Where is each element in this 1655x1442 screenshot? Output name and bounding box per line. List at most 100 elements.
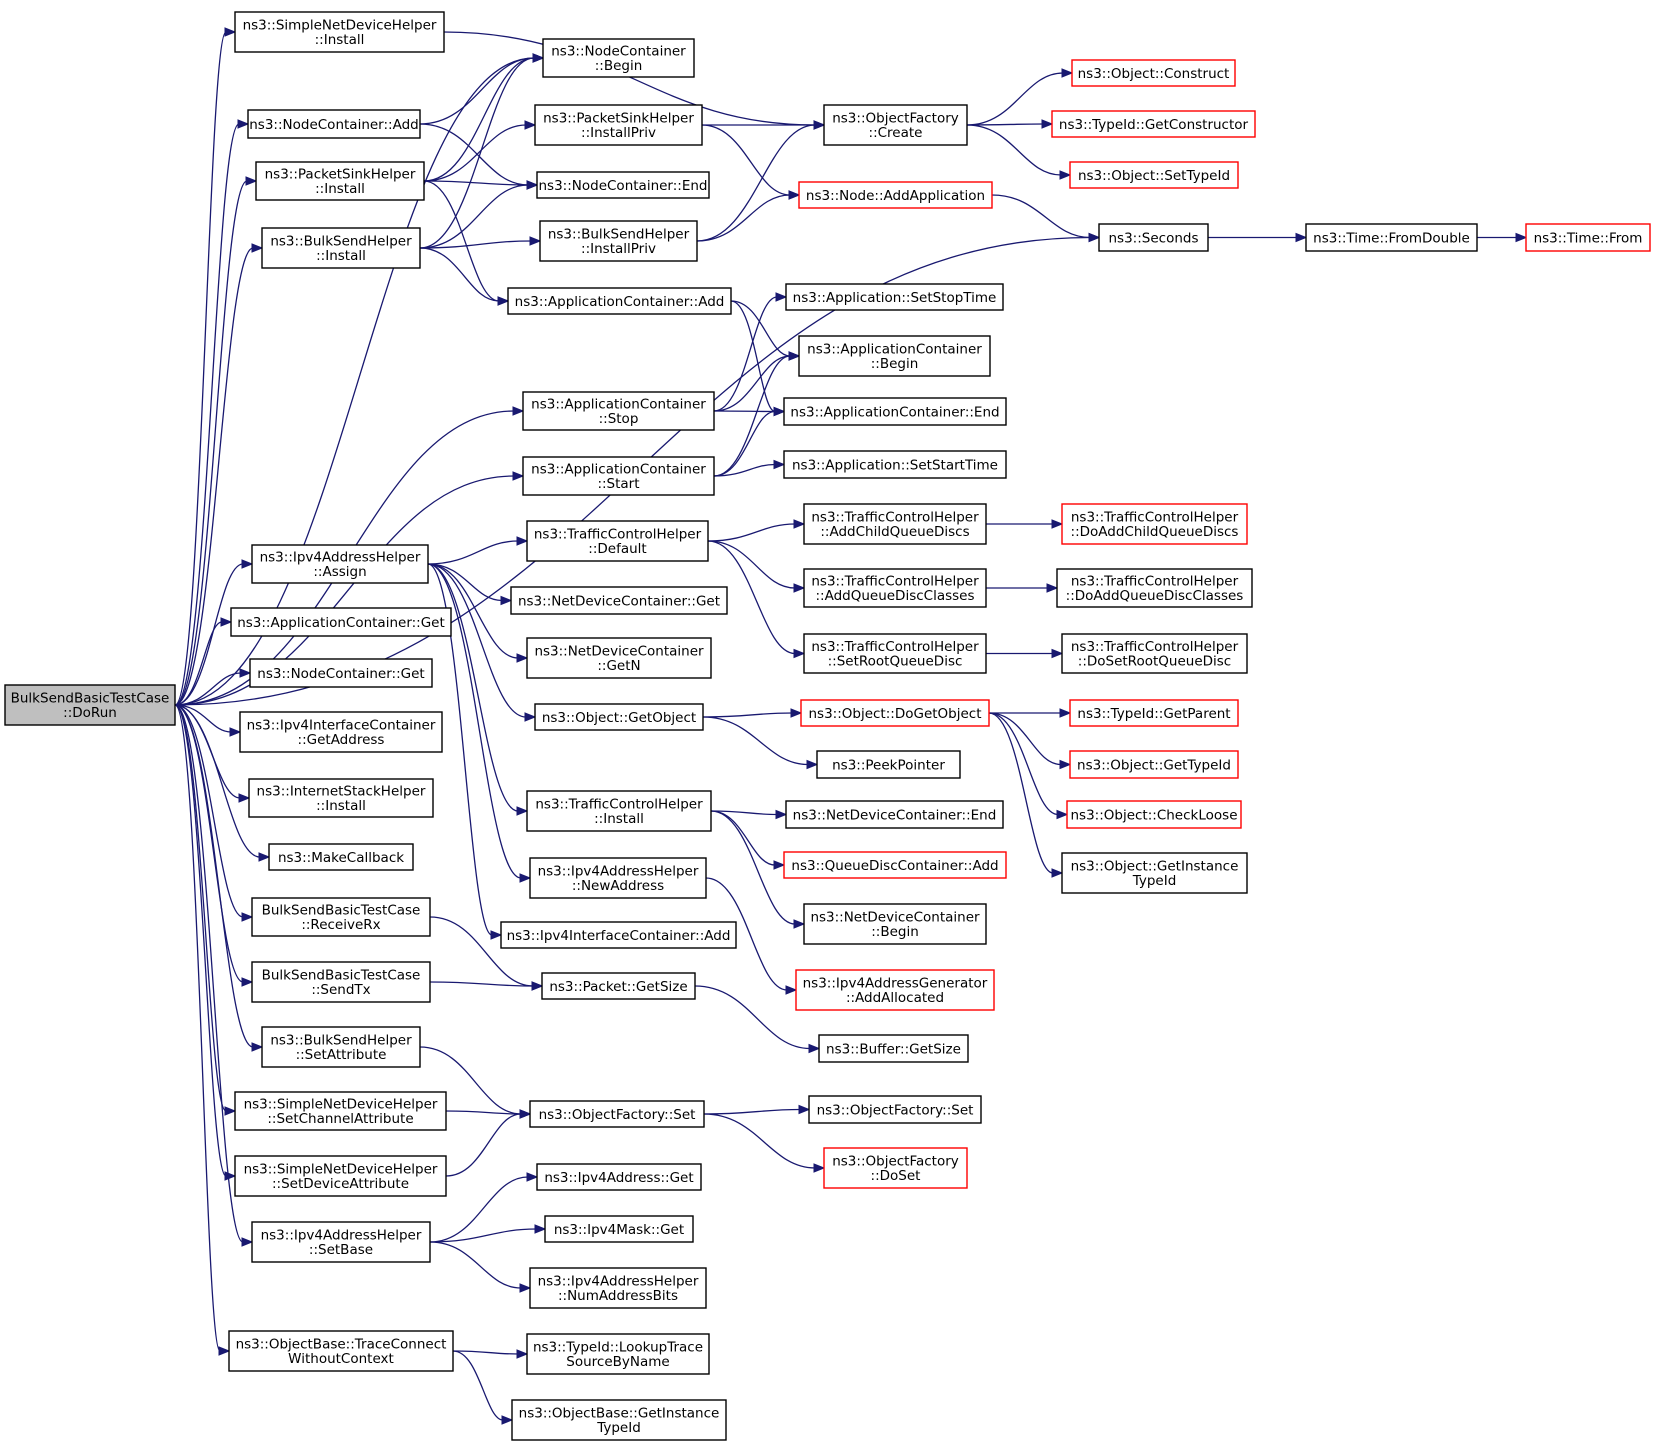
node-label: ns3::Application::SetStartTime (792, 457, 998, 473)
node-label: BulkSendBasicTestCase (262, 903, 421, 919)
function-node-seconds[interactable]: ns3::Seconds (1098, 223, 1209, 252)
node-box (1051, 110, 1256, 138)
node-label: WithoutContext (288, 1351, 394, 1367)
function-node-nc-add[interactable]: ns3::NodeContainer::Add (247, 109, 421, 139)
function-node-qdc-add[interactable]: ns3::QueueDiscContainer::Add (783, 851, 1007, 879)
function-node-ndc-begin[interactable]: ns3::NetDeviceContainer::Begin (803, 903, 987, 945)
function-node-bsh-install[interactable]: ns3::BulkSendHelper::Install (261, 227, 421, 269)
node-box (1071, 59, 1236, 87)
node-label: ns3::BulkSendHelper (270, 234, 412, 250)
call-edge (985, 583, 1059, 593)
function-node-snd-setchan[interactable]: ns3::SimpleNetDeviceHelper::SetChannelAt… (234, 1091, 447, 1131)
function-node-psh-install[interactable]: ns3::PacketSinkHelper::Install (255, 161, 425, 201)
function-node-bsbtc-tx[interactable]: BulkSendBasicTestCase::SendTx (251, 961, 431, 1003)
function-node-tch-addchild[interactable]: ns3::TrafficControlHelper::AddChildQueue… (803, 503, 987, 545)
function-node-tch-dosetroot[interactable]: ns3::TrafficControlHelper::DoSetRootQueu… (1061, 633, 1248, 674)
node-label: ::Begin (595, 58, 643, 74)
node-label: ns3::PacketSinkHelper (543, 111, 694, 127)
function-node-ac-start[interactable]: ns3::ApplicationContainer::Start (522, 456, 715, 496)
function-node-tch-setroot[interactable]: ns3::TrafficControlHelper::SetRootQueueD… (803, 633, 987, 674)
function-node-of-create[interactable]: ns3::ObjectFactory::Create (823, 104, 968, 146)
function-node-ip4h-newaddr[interactable]: ns3::Ipv4AddressHelper::NewAddress (529, 857, 707, 899)
function-node-obj-settypeid[interactable]: ns3::Object::SetTypeId (1069, 161, 1239, 189)
function-node-pkt-getsize[interactable]: ns3::Packet::GetSize (541, 972, 696, 1000)
call-edge (429, 1241, 532, 1293)
function-node-of-doset[interactable]: ns3::ObjectFactory::DoSet (823, 1147, 968, 1189)
function-node-app-setstart[interactable]: ns3::Application::SetStartTime (783, 450, 1007, 479)
function-node-ip4m-get[interactable]: ns3::Ipv4Mask::Get (544, 1215, 694, 1243)
function-node-bsh-instpriv[interactable]: ns3::BulkSendHelper::InstallPriv (539, 220, 698, 262)
function-node-psh-instpriv[interactable]: ns3::PacketSinkHelper::InstallPriv (534, 104, 703, 146)
function-node-ndc-getn[interactable]: ns3::NetDeviceContainer::GetN (526, 637, 712, 679)
function-node-peekpointer[interactable]: ns3::PeekPointer (816, 750, 961, 779)
function-node-obj-dogetobject[interactable]: ns3::Object::DoGetObject (800, 699, 990, 727)
node-box (1069, 750, 1239, 779)
function-node-ip4h-numbits[interactable]: ns3::Ipv4AddressHelper::NumAddressBits (529, 1267, 707, 1309)
node-label: ::Install (316, 248, 366, 264)
node-label: ::Assign (313, 564, 366, 580)
node-label: ::Install (594, 811, 644, 827)
node-label: ns3::Object::CheckLoose (1070, 807, 1237, 823)
function-node-tch-doaddchild[interactable]: ns3::TrafficControlHelper::DoAddChildQue… (1061, 503, 1248, 545)
function-node-ac-begin[interactable]: ns3::ApplicationContainer::Begin (798, 335, 991, 377)
function-node-ac-get[interactable]: ns3::ApplicationContainer::Get (230, 607, 452, 637)
function-node-root[interactable]: BulkSendBasicTestCase::DoRun (4, 684, 176, 726)
function-node-tch-install[interactable]: ns3::TrafficControlHelper::Install (526, 790, 712, 832)
node-box (1061, 633, 1248, 674)
function-node-ish-install[interactable]: ns3::InternetStackHelper::Install (248, 778, 434, 818)
call-edge (419, 236, 542, 249)
function-node-app-setstop[interactable]: ns3::Application::SetStopTime (785, 283, 1004, 311)
function-node-obj-getobject[interactable]: ns3::Object::GetObject (534, 703, 704, 731)
function-node-time-from[interactable]: ns3::Time::From (1525, 223, 1651, 252)
function-node-of-set[interactable]: ns3::ObjectFactory::Set (529, 1100, 705, 1128)
function-node-tid-getctor[interactable]: ns3::TypeId::GetConstructor (1051, 110, 1256, 138)
function-node-time-fromdouble[interactable]: ns3::Time::FromDouble (1305, 223, 1478, 252)
function-node-iic-getaddr[interactable]: ns3::Ipv4InterfaceContainer::GetAddress (239, 711, 443, 753)
function-node-obj-checkloose[interactable]: ns3::Object::CheckLoose (1066, 800, 1242, 829)
function-node-bsbtc-rx[interactable]: BulkSendBasicTestCase::ReceiveRx (251, 897, 431, 937)
function-node-node-addapp[interactable]: ns3::Node::AddApplication (798, 181, 993, 209)
function-node-of-set2[interactable]: ns3::ObjectFactory::Set (808, 1095, 982, 1124)
function-node-ip4h-assign[interactable]: ns3::Ipv4AddressHelper::Assign (251, 544, 429, 584)
node-box (500, 921, 737, 949)
function-node-tch-default[interactable]: ns3::TrafficControlHelper::Default (526, 520, 709, 562)
node-label: ns3::Object::GetTypeId (1077, 757, 1231, 773)
function-node-ndc-get[interactable]: ns3::NetDeviceContainer::Get (510, 586, 728, 615)
function-node-ip4a-get[interactable]: ns3::Ipv4Address::Get (536, 1163, 702, 1191)
function-node-makecb[interactable]: ns3::MakeCallback (268, 843, 414, 871)
function-node-snd-setdev[interactable]: ns3::SimpleNetDeviceHelper::SetDeviceAtt… (234, 1155, 447, 1197)
function-node-ip4h-setbase[interactable]: ns3::Ipv4AddressHelper::SetBase (251, 1221, 431, 1263)
function-node-tch-doaddclasses[interactable]: ns3::TrafficControlHelper::DoAddQueueDis… (1056, 568, 1253, 608)
function-node-nc-get[interactable]: ns3::NodeContainer::Get (249, 658, 433, 688)
call-edge (986, 648, 1064, 659)
function-node-buf-getsize[interactable]: ns3::Buffer::GetSize (818, 1034, 969, 1063)
function-node-iic-add[interactable]: ns3::Ipv4InterfaceContainer::Add (500, 921, 737, 949)
call-edge (429, 981, 544, 991)
call-edge (707, 519, 806, 542)
call-edge (174, 704, 254, 922)
function-node-bsh-setattr[interactable]: ns3::BulkSendHelper::SetAttribute (261, 1026, 421, 1068)
function-node-tid-getparent[interactable]: ns3::TypeId::GetParent (1069, 699, 1239, 727)
node-box (798, 181, 993, 209)
function-node-ob-trace[interactable]: ns3::ObjectBase::TraceConnectWithoutCont… (228, 1330, 454, 1372)
node-box (268, 843, 414, 871)
node-label: ns3::PacketSinkHelper (265, 167, 416, 183)
function-node-obj-construct[interactable]: ns3::Object::Construct (1071, 59, 1236, 87)
node-box (526, 637, 712, 679)
function-node-obj-gettypeid[interactable]: ns3::Object::GetTypeId (1069, 750, 1239, 779)
function-node-ac-add[interactable]: ns3::ApplicationContainer::Add (507, 287, 732, 315)
function-node-snd-install[interactable]: ns3::SimpleNetDeviceHelper::Install (234, 11, 445, 53)
call-edge (427, 563, 529, 816)
function-node-ac-end[interactable]: ns3::ApplicationContainer::End (783, 397, 1007, 426)
function-node-ac-stop[interactable]: ns3::ApplicationContainer::Stop (522, 391, 715, 431)
function-node-nc-end[interactable]: ns3::NodeContainer::End (536, 171, 710, 199)
call-edge (174, 471, 525, 706)
function-node-ip4ag-addalloc[interactable]: ns3::Ipv4AddressGenerator::AddAllocated (795, 969, 995, 1011)
function-node-tch-addclasses[interactable]: ns3::TrafficControlHelper::AddQueueDiscC… (803, 568, 987, 608)
node-label: ::ReceiveRx (301, 917, 380, 933)
function-node-ndc-end[interactable]: ns3::NetDeviceContainer::End (785, 800, 1004, 829)
function-node-nc-begin[interactable]: ns3::NodeContainer::Begin (542, 38, 695, 78)
